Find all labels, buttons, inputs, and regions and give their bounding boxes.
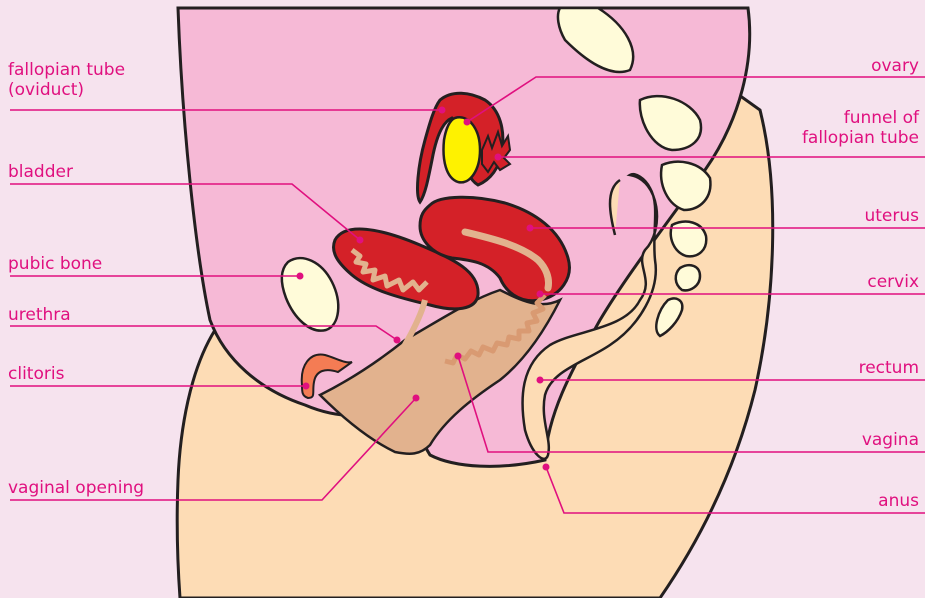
label-clitoris: clitoris [8, 364, 64, 384]
label-uterus: uterus [864, 206, 919, 226]
ovary-shape [444, 117, 480, 182]
label-vagina: vagina [862, 430, 919, 450]
label-fallopian-tube-line2: (oviduct) [8, 80, 125, 100]
label-anus: anus [878, 491, 919, 511]
fimbriae-shape [482, 132, 510, 172]
label-funnel: funnel of fallopian tube [802, 108, 919, 148]
label-ovary: ovary [871, 56, 919, 76]
label-cervix: cervix [867, 272, 919, 292]
label-rectum: rectum [859, 358, 919, 378]
label-fallopian-tube-line1: fallopian tube [8, 60, 125, 80]
label-bladder: bladder [8, 162, 73, 182]
label-fallopian-tube: fallopian tube (oviduct) [8, 60, 125, 100]
label-urethra: urethra [8, 305, 71, 325]
label-funnel-line2: fallopian tube [802, 128, 919, 148]
label-funnel-line1: funnel of [802, 108, 919, 128]
label-vaginal-opening: vaginal opening [8, 478, 144, 498]
label-pubic-bone: pubic bone [8, 254, 102, 274]
